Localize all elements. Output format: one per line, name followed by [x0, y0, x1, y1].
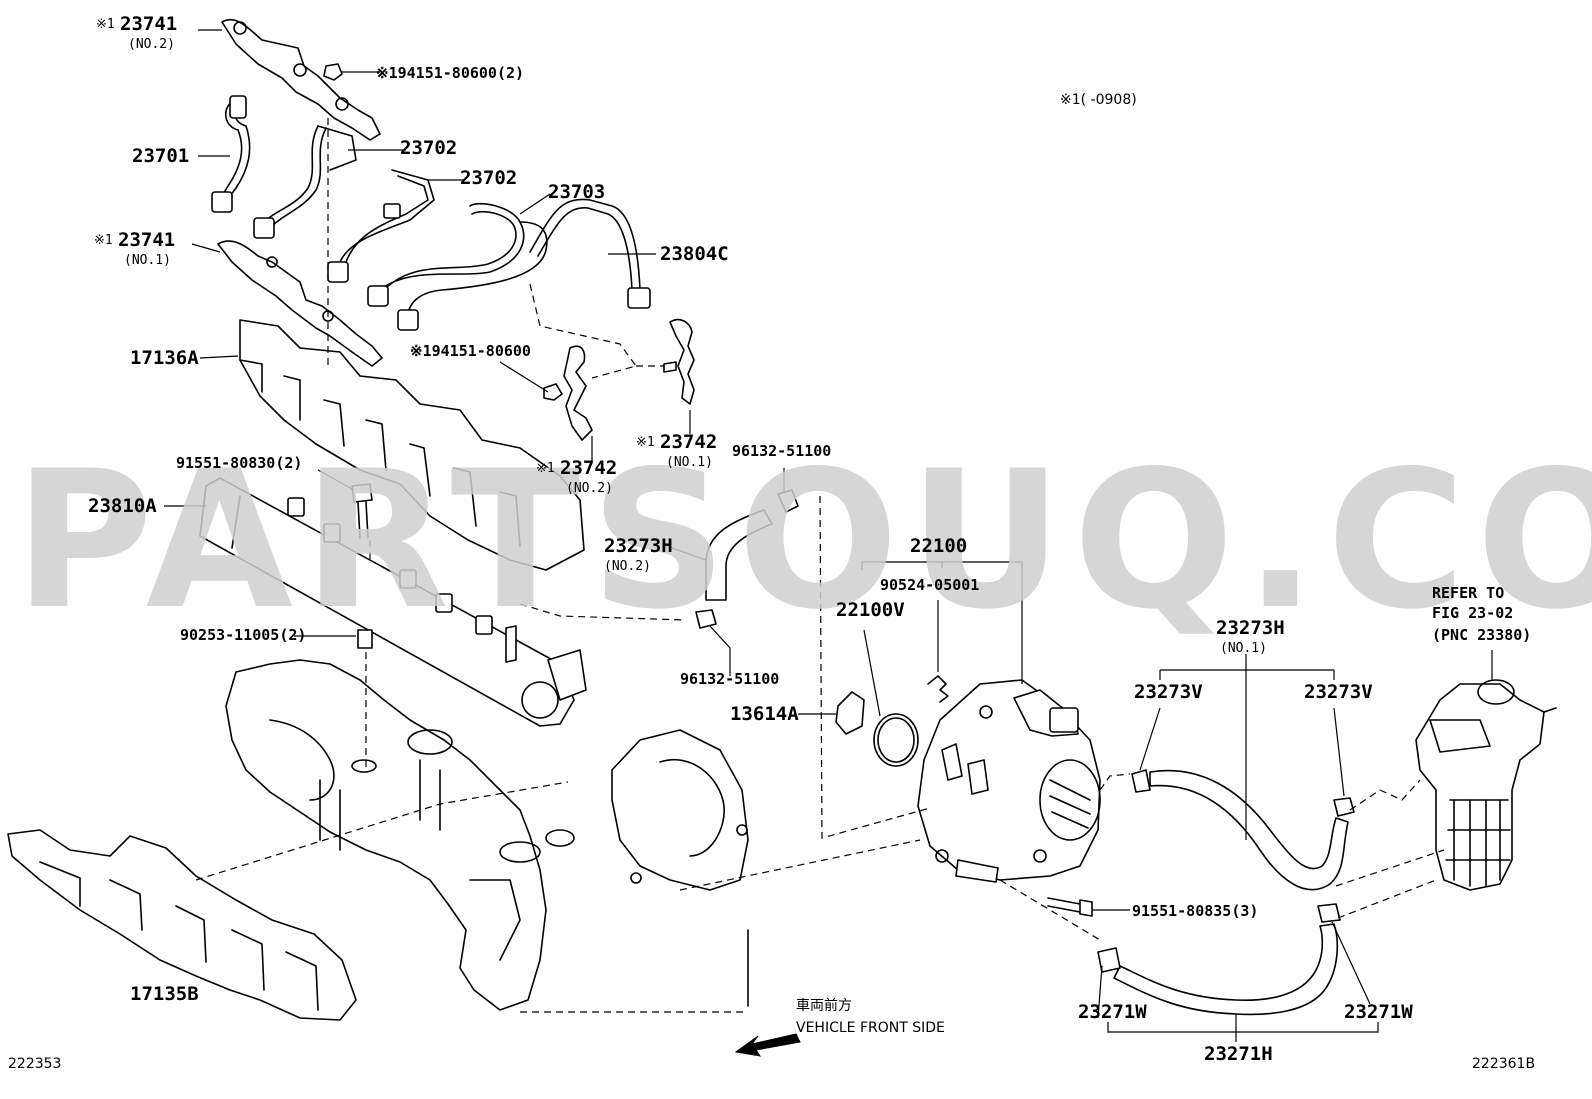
oring-22100v — [873, 713, 919, 767]
pipe-23703 — [367, 202, 548, 331]
label-23273v-a: 23273V — [1134, 681, 1203, 703]
vehicle-front-arrow — [734, 1033, 801, 1057]
label-23741-no1-sub: (NO.1) — [124, 253, 171, 268]
label-23703: 23703 — [548, 181, 605, 203]
label-23273h-no1-sub: (NO.1) — [1220, 641, 1267, 656]
label-23702-b: 23702 — [460, 167, 517, 189]
label-clip-51100-top: 96132-51100 — [732, 442, 831, 460]
clamp-23741-no2 — [221, 18, 381, 141]
code-right: 222361B — [1472, 1056, 1535, 1072]
bolt-91551-80830 — [351, 483, 373, 539]
label-23741-no1-mark: ※1 — [94, 233, 113, 248]
label-23742-no1-mark: ※1 — [636, 435, 655, 450]
label-23741-no2-sub: (NO.2) — [128, 37, 175, 52]
label-23271w-b: 23271W — [1344, 1001, 1413, 1023]
watermark: PARTSOUQ.COM — [14, 430, 1592, 651]
label-23741-no2-mark: ※1 — [96, 17, 115, 32]
cover-13614a — [835, 691, 865, 735]
bolt-194151-80600 — [543, 383, 563, 401]
clamp-23742-no2 — [563, 345, 593, 441]
label-23273h-no1: 23273H — [1216, 617, 1285, 639]
bolt-194151-80600-2 — [323, 63, 343, 81]
label-bolt-80835: 91551-80835(3) — [1132, 902, 1258, 920]
labels: ※1 23741 (NO.2) ※194151-80600(2) 23702 2… — [8, 13, 1535, 1072]
label-90253-11005: 90253-11005(2) — [180, 626, 306, 644]
label-22100: 22100 — [910, 535, 967, 557]
label-23742-no1-sub: (NO.1) — [666, 455, 713, 470]
pipe-23702-a — [253, 125, 357, 239]
refer-line1: REFER TO — [1432, 584, 1504, 602]
label-23273v-b: 23273V — [1304, 681, 1373, 703]
label-23273h-no2-sub: (NO.2) — [604, 559, 651, 574]
injection-pump-22100 — [917, 679, 1101, 883]
label-23271w-a: 23271W — [1078, 1001, 1147, 1023]
hose-23273h-no1 — [1131, 769, 1355, 891]
note-period: ※1( -0908) — [1060, 92, 1137, 108]
label-23273h-no2: 23273H — [604, 535, 673, 557]
refer-line2: FIG 23-02 — [1432, 604, 1513, 622]
cover-17135b — [7, 829, 357, 1021]
code-left: 222353 — [8, 1056, 61, 1072]
label-23742-no1: 23742 — [660, 431, 717, 453]
label-13614a: 13614A — [730, 703, 799, 725]
leader-lines — [164, 29, 1493, 1042]
label-clip-51100-bot: 96132-51100 — [680, 670, 779, 688]
label-bolt-80830: 91551-80830(2) — [176, 454, 302, 472]
label-bolt-80600: ※194151-80600 — [410, 342, 531, 360]
pipe-23701 — [211, 95, 251, 213]
label-23742-no2: 23742 — [560, 457, 617, 479]
label-90524-05001: 90524-05001 — [880, 576, 979, 594]
cover-17136a — [239, 319, 585, 571]
label-23741-no2: 23741 — [120, 13, 177, 35]
direction-japanese: 車両前方 — [796, 997, 852, 1014]
pipe-23804c — [529, 198, 651, 309]
label-23742-no2-mark: ※1 — [536, 461, 555, 476]
key-90524-05001 — [927, 675, 949, 703]
refer-line3: (PNC 23380) — [1432, 626, 1531, 644]
label-23810a: 23810A — [88, 495, 157, 517]
hose-23271h — [1097, 903, 1341, 1016]
fuel-filter-23380 — [1415, 679, 1557, 891]
direction-english: VEHICLE FRONT SIDE — [796, 1020, 945, 1036]
label-17135b: 17135B — [130, 983, 199, 1005]
label-23701: 23701 — [132, 145, 189, 167]
label-23271h: 23271H — [1204, 1043, 1273, 1065]
timing-cover — [611, 729, 749, 1007]
label-23702-a: 23702 — [400, 137, 457, 159]
dowel-90253-11005 — [357, 629, 373, 649]
label-17136a: 17136A — [130, 347, 199, 369]
fuel-rail-23810a — [199, 477, 587, 727]
label-23804c: 23804C — [660, 243, 729, 265]
label-23742-no2-sub: (NO.2) — [566, 481, 613, 496]
hose-23273h-no2 — [695, 489, 799, 629]
label-22100v: 22100V — [836, 599, 905, 621]
dashed-assembly-lines — [195, 118, 1445, 1013]
clamp-23742-no1 — [663, 318, 695, 405]
label-bolt-80600-2: ※194151-80600(2) — [376, 64, 524, 82]
pipe-23702-b — [327, 169, 435, 283]
bolt-91551-80835 — [1047, 897, 1093, 917]
label-23741-no1: 23741 — [118, 229, 175, 251]
